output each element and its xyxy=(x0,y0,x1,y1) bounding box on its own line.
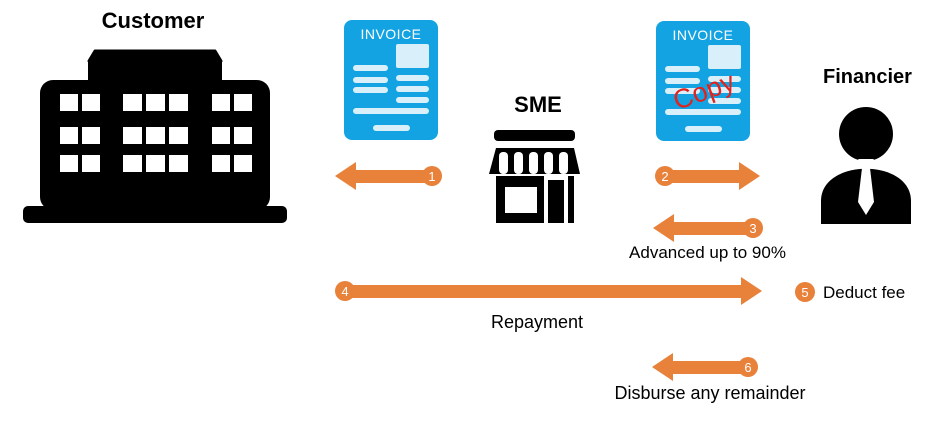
invoice-copy-icon: INVOICE Copy xyxy=(656,21,750,141)
person-icon xyxy=(821,107,911,224)
step-5-caption: Deduct fee xyxy=(823,283,906,302)
step-6-caption: Disburse any remainder xyxy=(614,383,806,403)
step-4-badge: 4 xyxy=(335,281,355,301)
invoice-copy-title: INVOICE xyxy=(672,27,734,43)
arrow-shaft xyxy=(356,169,428,183)
arrow-shaft xyxy=(669,169,739,183)
invoice-icon: INVOICE xyxy=(344,20,438,140)
building-icon xyxy=(23,49,287,223)
step-1-badge: 1 xyxy=(422,166,442,186)
arrow-step-2: 2 xyxy=(655,162,760,190)
financier-label: Financier xyxy=(823,66,912,88)
step-5-badge: 5 xyxy=(795,282,815,302)
arrowhead-right-icon xyxy=(739,162,760,190)
arrow-step-6: 6 xyxy=(652,353,758,381)
arrow-step-1: 1 xyxy=(335,162,442,190)
arrowhead-left-icon xyxy=(652,353,673,381)
storefront-icon xyxy=(489,130,580,223)
step-3-caption: Advanced up to 90% xyxy=(629,243,786,262)
arrowhead-left-icon xyxy=(335,162,356,190)
arrow-shaft xyxy=(349,284,741,298)
arrow-step-3: 3 xyxy=(653,214,763,242)
customer-label: Customer xyxy=(101,8,205,33)
arrow-shaft xyxy=(673,360,744,374)
step-4-caption: Repayment xyxy=(490,312,584,332)
invoice-field-block xyxy=(396,44,429,68)
sme-label: SME xyxy=(514,92,562,117)
arrowhead-right-icon xyxy=(741,277,762,305)
arrow-step-4: 4 xyxy=(335,277,762,305)
step-3-badge: 3 xyxy=(743,218,763,238)
step-6-badge: 6 xyxy=(738,357,758,377)
arrowhead-left-icon xyxy=(653,214,674,242)
step-2-badge: 2 xyxy=(655,166,675,186)
arrow-shaft xyxy=(674,221,749,235)
invoice-title: INVOICE xyxy=(360,26,422,42)
